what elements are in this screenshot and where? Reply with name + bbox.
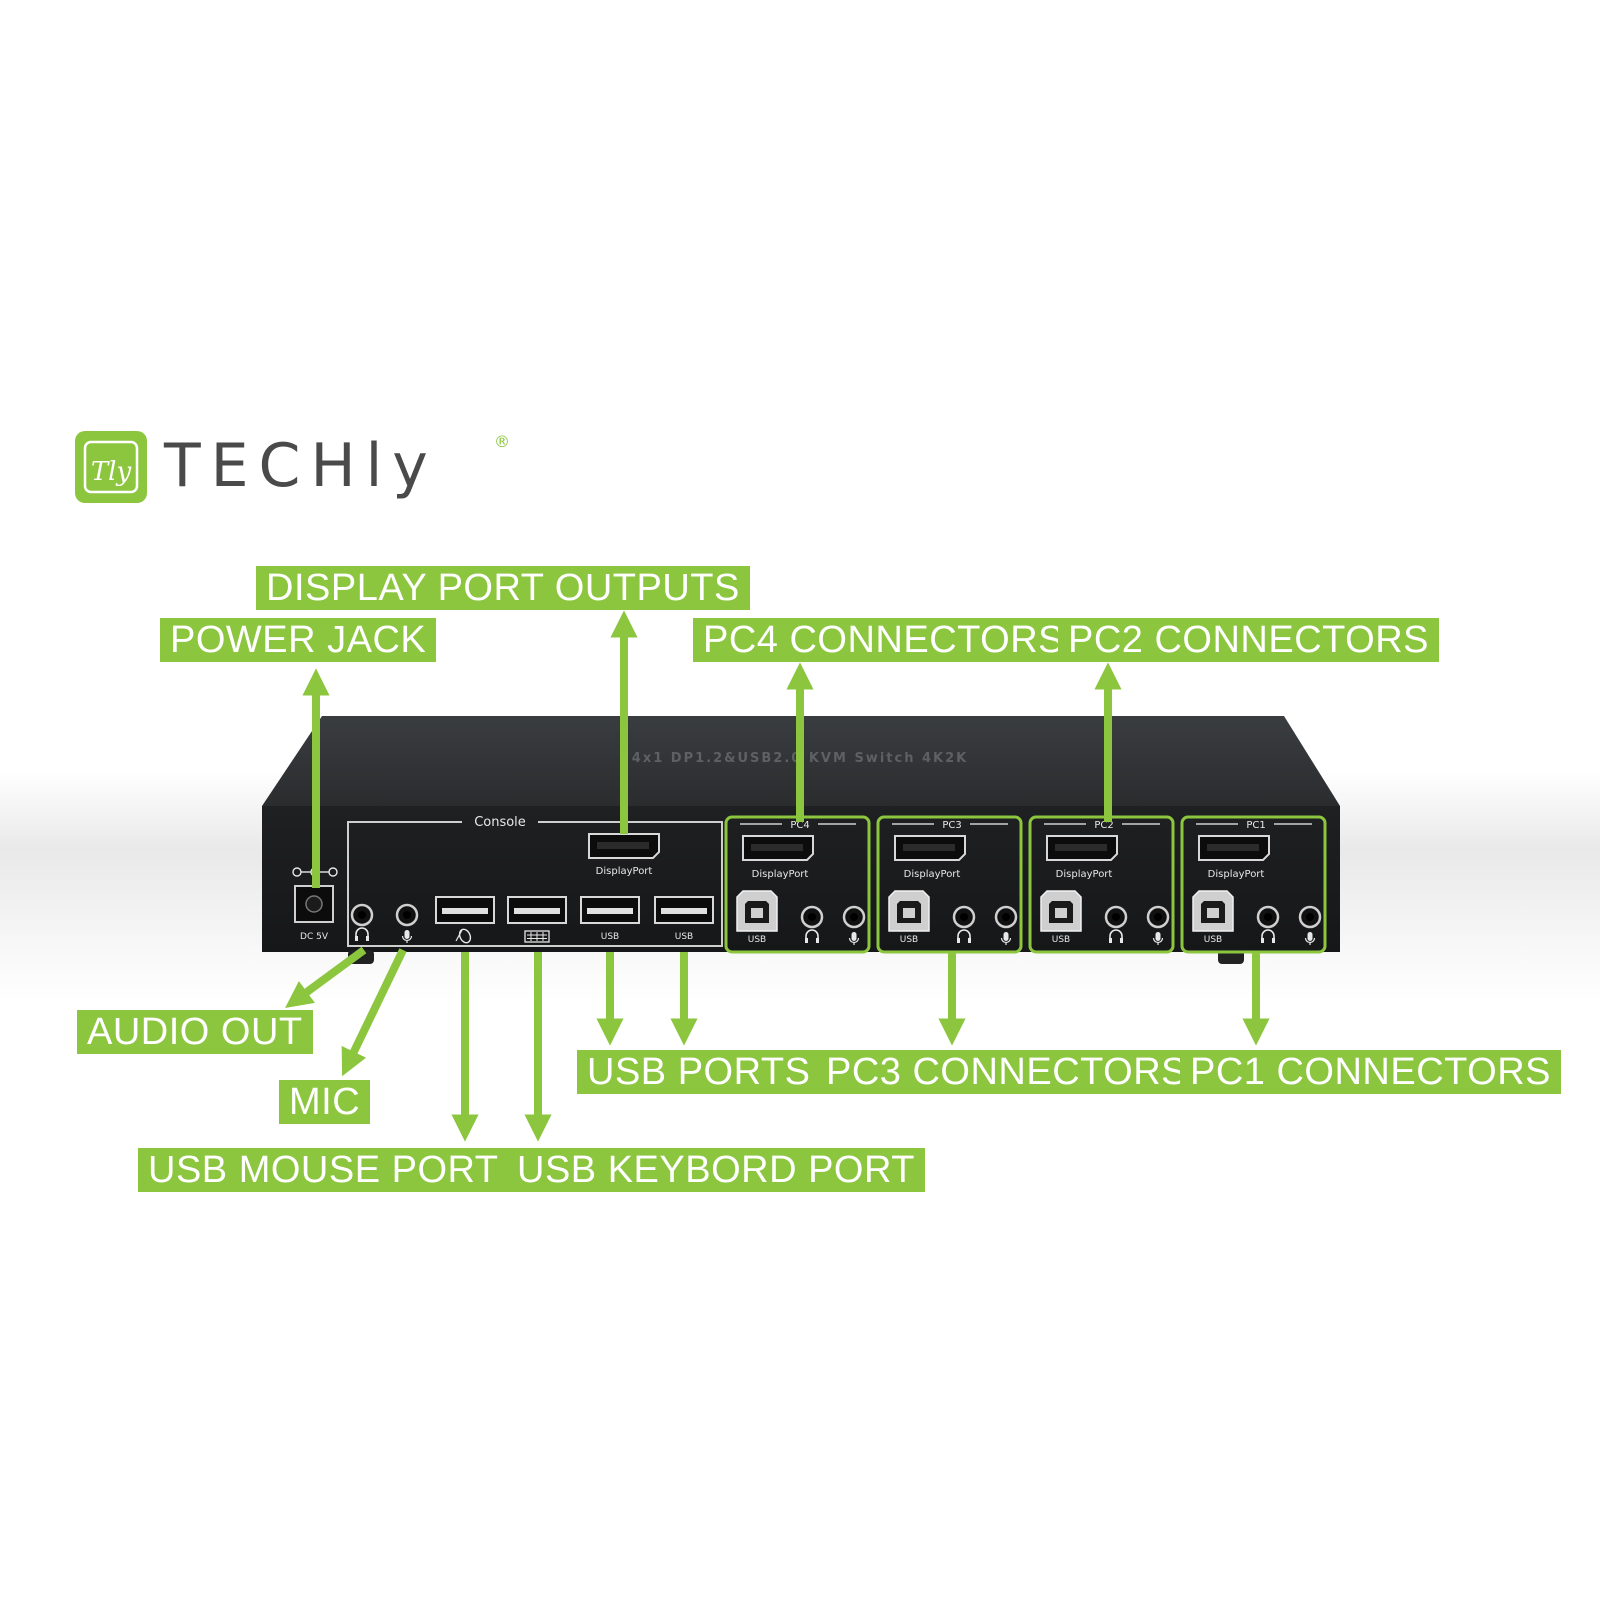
arrow-icon (341, 948, 407, 1077)
mouse-icon (455, 928, 472, 944)
audio-out-jack (350, 903, 374, 927)
pc2-usb-label: USB (1052, 935, 1070, 945)
console-displayport-label: DisplayPort (596, 866, 653, 877)
pc4-label: PC4 (790, 820, 809, 831)
usb-keyboard-port (507, 896, 567, 924)
pc1-label: PC1 (1246, 820, 1265, 831)
pc3-usb-label: USB (900, 935, 918, 945)
console-label: Console (474, 815, 526, 830)
usb-port-1-label: USB (601, 932, 619, 942)
registered-mark: ® (494, 432, 510, 451)
logo-mark-text: Tly (91, 457, 132, 487)
callout-display-port-outputs: DISPLAY PORT OUTPUTS (256, 566, 750, 610)
pc4-usb-label: USB (748, 935, 766, 945)
pc4-displayport-label: DisplayPort (752, 869, 809, 880)
pc2-connector-group: PC2 DisplayPort USB (1028, 815, 1175, 954)
pc1-displayport-label: DisplayPort (1208, 869, 1265, 880)
console-frame (347, 821, 723, 947)
callout-usb-keybord-port: USB KEYBORD PORT (507, 1148, 925, 1192)
brand-logo: Tly TECHly ® (75, 431, 510, 503)
logo-mark (75, 431, 147, 503)
console-displayport (588, 833, 660, 859)
callout-pc3-connectors: PC3 CONNECTORS (816, 1050, 1198, 1094)
pc3-connector-group: PC3 DisplayPort USB (876, 815, 1023, 954)
callout-mic: MIC (279, 1080, 371, 1124)
callout-power-jack: POWER JACK (160, 618, 437, 662)
callout-pc4-connectors: PC4 CONNECTORS (693, 618, 1075, 662)
pc3-displayport-label: DisplayPort (904, 869, 961, 880)
usb-mouse-port (435, 896, 495, 924)
pc3-label: PC3 (942, 820, 961, 831)
pc2-label: PC2 (1094, 820, 1113, 831)
usb-port-2 (654, 896, 714, 924)
callout-pc1-connectors: PC1 CONNECTORS (1180, 1050, 1562, 1094)
pc2-displayport-label: DisplayPort (1056, 869, 1113, 880)
arrow-icon (285, 946, 367, 1009)
logo-wordmark: TECHly (163, 431, 438, 501)
callout-pc2-connectors: PC2 CONNECTORS (1058, 618, 1440, 662)
pc1-usb-label: USB (1204, 935, 1222, 945)
callout-audio-out: AUDIO OUT (77, 1010, 313, 1054)
usb-port-2-label: USB (675, 932, 693, 942)
callout-usb-mouse-port: USB MOUSE PORT (138, 1148, 509, 1192)
power-label: DC 5V (300, 932, 329, 942)
callout-usb-ports: USB PORTS (577, 1050, 821, 1094)
mic-jack (395, 903, 419, 927)
keyboard-icon (524, 930, 550, 943)
usb-port-1 (580, 896, 640, 924)
